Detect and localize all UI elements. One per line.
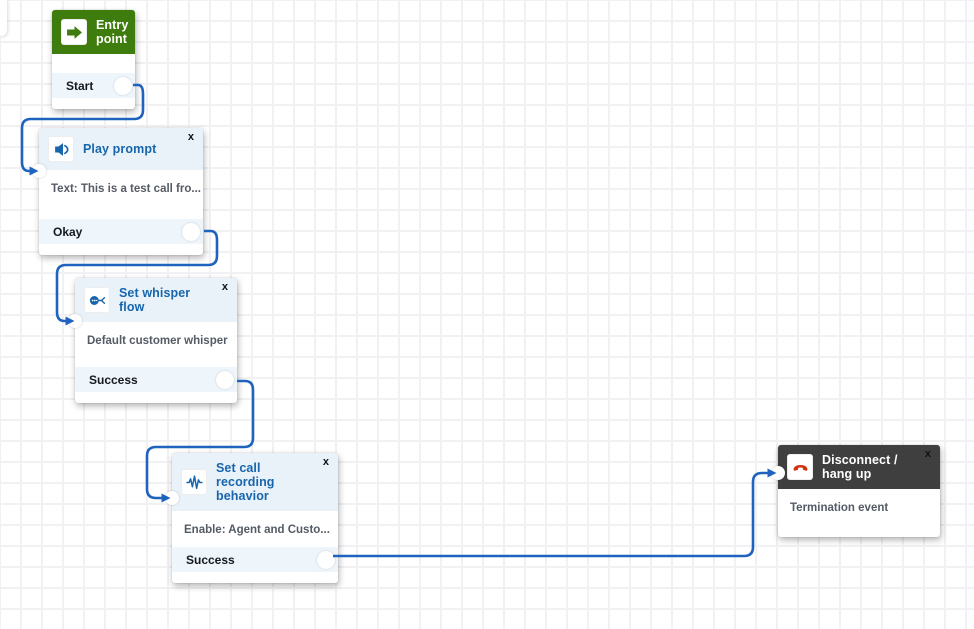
close-icon[interactable]: x [924,448,931,460]
output-port[interactable] [114,76,132,95]
node-title: Disconnect / hang up [822,453,898,481]
node-disconnect-hang-up[interactable]: x Disconnect / hang up Termination event [771,445,940,537]
close-icon[interactable]: x [221,281,228,293]
node-set-call-recording-behavior[interactable]: x Set call recording behavior Enable: Ag… [165,453,338,583]
close-icon[interactable]: x [187,131,194,143]
input-port[interactable] [68,314,82,328]
output-label: Start [66,78,94,93]
hang-up-phone-icon [787,454,813,480]
node-header: Set call recording behavior [172,453,338,511]
node-parameter-text: Enable: Agent and Custo... [184,524,330,536]
node-parameter-text: Text: This is a test call fro... [51,183,201,195]
output-label: Success [89,372,138,387]
output-port[interactable] [216,370,234,389]
entry-arrow-icon [61,19,87,45]
output-port[interactable] [182,222,200,241]
node-parameter-text: Default customer whisper [87,335,228,347]
speaker-icon [48,136,74,162]
whisper-branch-icon [84,287,110,313]
output-label: Okay [53,224,83,239]
output-row-success: Success [172,547,338,572]
node-parameter-text: Termination event [790,502,889,514]
input-port[interactable] [165,491,179,505]
output-label: Success [186,552,235,567]
node-header: Set whisper flow [75,278,237,322]
node-title: Entry point [96,18,129,46]
node-entry-point[interactable]: Entry point Start [52,10,135,109]
panel-edge-notch [0,0,7,36]
node-header: Play prompt [39,128,203,170]
waveform-icon [181,469,207,495]
input-port[interactable] [32,164,46,178]
node-play-prompt[interactable]: x Play prompt Text: This is a test call … [32,128,203,255]
output-port[interactable] [317,550,335,569]
input-port[interactable] [771,466,785,480]
output-row-start: Start [52,73,135,98]
node-title: Set call recording behavior [216,461,275,503]
close-icon[interactable]: x [322,456,329,468]
node-set-whisper-flow[interactable]: x Set whisper flow Default customer whis… [68,278,237,403]
node-header: Entry point [52,10,135,54]
node-title: Play prompt [83,142,157,156]
output-row-success: Success [75,367,237,392]
node-title: Set whisper flow [119,286,191,314]
node-header: Disconnect / hang up [778,445,940,489]
output-row-okay: Okay [39,219,203,244]
